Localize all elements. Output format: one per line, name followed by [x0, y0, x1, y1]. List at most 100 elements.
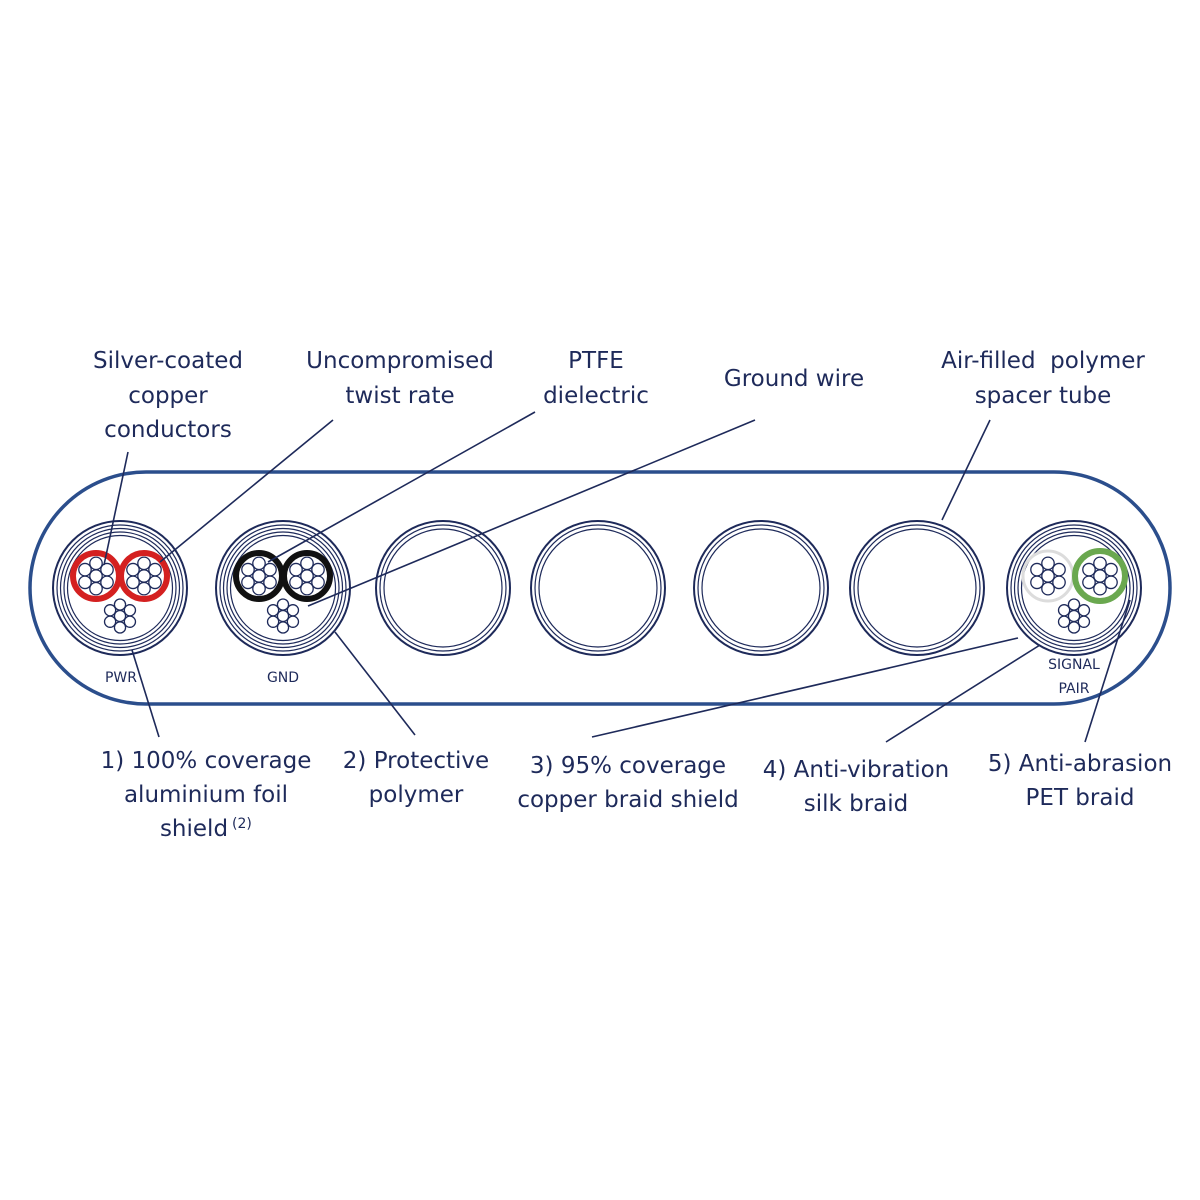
spacer-1-middle — [379, 524, 507, 652]
pwr-bundle-wire-left-strand-center — [89, 569, 103, 583]
pwr-bundle-wire-right-strand-1 — [148, 575, 162, 590]
leader-copper-braid — [591, 637, 1019, 738]
pwr-bundle-wire-right-strand-4 — [126, 562, 140, 577]
label-foil-line3: shield — [160, 816, 228, 842]
cable-jacket — [28, 470, 1172, 706]
leader-foil — [131, 649, 160, 738]
signal-tag-line1: SIGNAL — [1048, 657, 1100, 673]
gnd-bundle-wire-right-strand-1 — [311, 575, 325, 590]
spacer-3-outer — [693, 520, 829, 656]
spacer-3-middle — [697, 524, 825, 652]
gnd-bundle-wire-left-strand-6 — [263, 562, 277, 577]
pwr-bundle-ground-wire-strand-4 — [103, 604, 117, 617]
spacer-2-middle — [534, 524, 662, 652]
pwr-bundle-wire-left-strand-5 — [89, 556, 103, 571]
spacer-2-outer — [530, 520, 666, 656]
pwr-bundle-ground-wire-strand-6 — [123, 604, 137, 617]
pwr-bundle-wire-right-strand-3 — [126, 575, 140, 590]
signal-bundle-ring-2 — [1010, 524, 1138, 652]
gnd-bundle-ground-wire-strand-5 — [276, 598, 290, 611]
label-silk-line1: 4) Anti-vibration — [763, 757, 950, 783]
signal-bundle-wire-left-strand-6 — [1052, 562, 1066, 577]
signal-bundle-wire-left-strand-3 — [1030, 575, 1044, 590]
label-foil-line2: aluminium foil — [124, 782, 288, 808]
leader-lines — [103, 411, 1131, 743]
signal-bundle-wire-left-strand-2 — [1041, 581, 1055, 596]
signal-bundle-wire-right-strand-6 — [1104, 562, 1118, 577]
label-spacer-line1: Air-filled polymer — [941, 348, 1145, 374]
label-twist-line2: twist rate — [345, 383, 454, 409]
signal-bundle-ground-wire-strand-5 — [1067, 598, 1081, 611]
signal-bundle-wire-right-strand-2 — [1093, 581, 1107, 596]
leader-pet — [1084, 599, 1131, 743]
signal-bundle-wire-right-strand-4 — [1082, 562, 1096, 577]
pwr-bundle-ring-2 — [56, 524, 184, 652]
label-ptfe-line2: dielectric — [543, 383, 649, 409]
pwr-bundle-ground-wire-strand-2 — [113, 621, 127, 634]
pwr-bundle-ground-wire-strand-center — [113, 609, 127, 623]
leader-spacer — [941, 419, 991, 521]
gnd-bundle-wire-left-strand-3 — [241, 575, 255, 590]
signal-bundle-wire-right-strand-3 — [1082, 575, 1096, 590]
leader-conductors — [103, 451, 129, 566]
pwr-bundle-ring-4 — [63, 531, 177, 645]
signal-pair-bundle — [1006, 520, 1142, 656]
spacer-2-inner — [538, 528, 658, 648]
label-polymer-line2: polymer — [369, 782, 464, 808]
signal-bundle-wire-left-strand-5 — [1041, 556, 1055, 571]
pwr-bundle-wire-left-strand-6 — [100, 562, 114, 577]
signal-bundle-wire-left-strand-center — [1041, 569, 1055, 583]
signal-bundle-ground-wire-strand-1 — [1077, 615, 1091, 628]
gnd-bundle-wire-right-strand-5 — [300, 556, 314, 571]
pwr-bundle-ground-wire-strand-5 — [113, 598, 127, 611]
gnd-bundle-ground-wire-strand-center — [276, 609, 290, 623]
pwr-bundle-wire-left-strand-2 — [89, 581, 103, 596]
signal-bundle-ground-wire-strand-4 — [1057, 604, 1071, 617]
label-ground: Ground wire — [724, 366, 864, 392]
signal-bundle-wire-right-strand-5 — [1093, 556, 1107, 571]
gnd-bundle-ground-wire-strand-2 — [276, 621, 290, 634]
pwr-bundle-wire-right-strand-center — [137, 569, 151, 583]
pwr-bundle-wire-left-strand-3 — [78, 575, 92, 590]
gnd-bundle-ring-3 — [222, 527, 344, 649]
signal-bundle-wire-right-strand-1 — [1104, 575, 1118, 590]
pwr-bundle-ground-wire-strand-1 — [123, 615, 137, 628]
pwr-bundle-wire-left-strand-4 — [78, 562, 92, 577]
spacer-tube-1 — [375, 520, 511, 656]
pwr-bundle-ring-1 — [52, 520, 188, 656]
signal-bundle-ring-4 — [1017, 531, 1131, 645]
signal-bundle-ground-wire-strand-6 — [1077, 604, 1091, 617]
label-foil-note: (2) — [232, 816, 252, 832]
spacer-4-inner — [857, 528, 977, 648]
signal-bundle-ring-3 — [1013, 527, 1135, 649]
pwr-bundle-wire-left-strand-1 — [100, 575, 114, 590]
pwr-bundle-wire-right-insulation — [118, 550, 170, 602]
gnd-bundle-wire-left-strand-center — [252, 569, 266, 583]
label-polymer-line1: 2) Protective — [343, 748, 489, 774]
pwr-bundle-ring-5 — [66, 534, 174, 642]
gnd-tag: GND — [267, 670, 299, 686]
gnd-bundle-wire-left-strand-5 — [252, 556, 266, 571]
spacer-1-outer — [375, 520, 511, 656]
gnd-bundle-wire-right-insulation — [281, 550, 333, 602]
pwr-bundle-wire-right-strand-5 — [137, 556, 151, 571]
signal-bundle-ground-wire-strand-center — [1067, 609, 1081, 623]
spacer-tube-2 — [530, 520, 666, 656]
signal-bundle-ground-wire-strand-3 — [1057, 615, 1071, 628]
spacer-4-outer — [849, 520, 985, 656]
pwr-bundle-ring-3 — [59, 527, 181, 649]
label-foil-line1: 1) 100% coverage — [101, 748, 312, 774]
label-silk-line2: silk braid — [804, 791, 909, 817]
spacer-tube-3 — [693, 520, 829, 656]
pwr-tag: PWR — [105, 670, 137, 686]
label-ptfe-line1: PTFE — [568, 348, 624, 374]
gnd-bundle-wire-right-strand-4 — [289, 562, 303, 577]
spacer-3-inner — [701, 528, 821, 648]
gnd-bundle-wire-right-strand-center — [300, 569, 314, 583]
signal-tag-line2: PAIR — [1059, 681, 1090, 697]
gnd-bundle-wire-left-strand-1 — [263, 575, 277, 590]
label-pet-line2: PET braid — [1026, 785, 1135, 811]
gnd-bundle-wire-left-strand-2 — [252, 581, 266, 596]
label-twist-line1: Uncompromised — [306, 348, 494, 374]
